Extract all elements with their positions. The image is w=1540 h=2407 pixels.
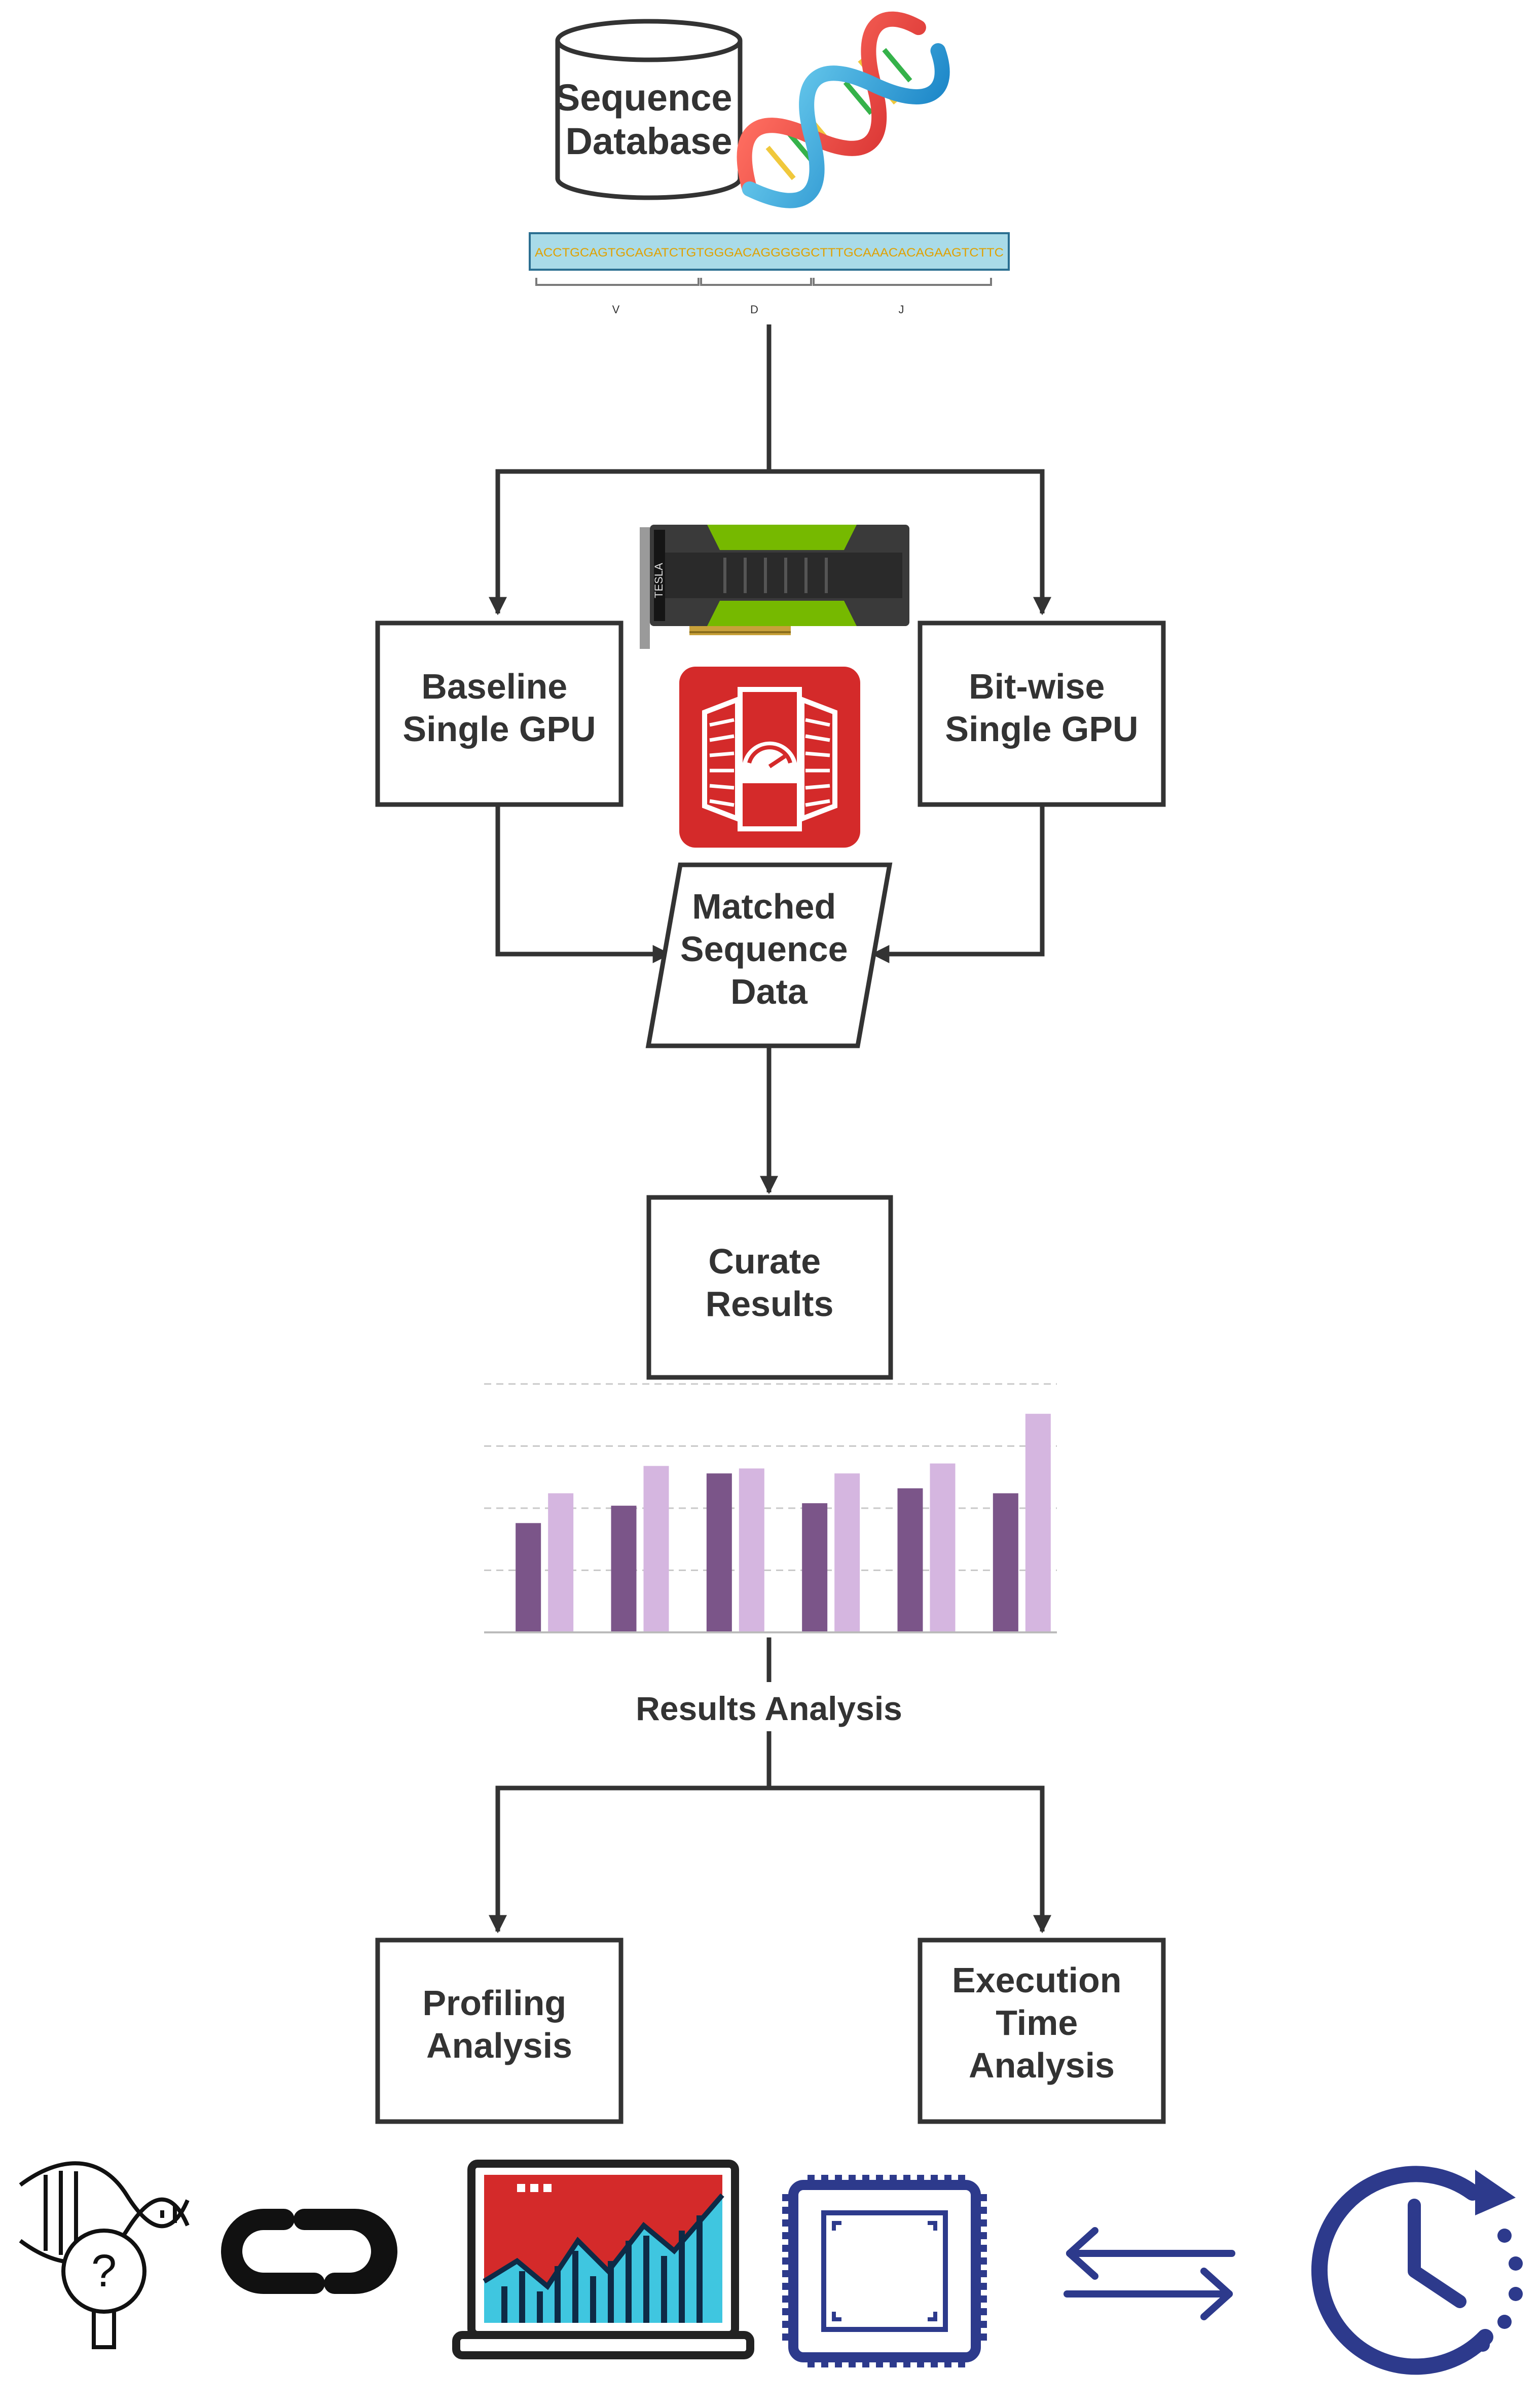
connector-to-execution: [769, 1785, 1051, 1934]
dna-helix-icon: [737, 11, 950, 208]
chart-bar-series2-2: [643, 1466, 669, 1632]
gpu-brand-label: TESLA: [652, 563, 665, 598]
baseline-gpu-node: Baseline Single GPU: [375, 621, 624, 807]
connector-to-bitwise: [769, 469, 1051, 615]
gpu-server-app-icon: [679, 667, 860, 848]
matched-sequence-data-label: Matched Sequence Data: [680, 887, 858, 1011]
matched-sequence-data-node: Matched Sequence Data: [645, 862, 893, 1048]
sequence-database-node: Sequence Database: [555, 19, 743, 200]
profiling-analysis-label: Profiling Analysis: [422, 1983, 576, 2065]
connectors: [489, 324, 1051, 1934]
chart-bar-series1-2: [611, 1506, 637, 1632]
clock-refresh-icon: [1311, 2166, 1523, 2375]
execution-time-analysis-node: Execution Time Analysis: [918, 1938, 1166, 2124]
cpu-chip-icon: [782, 2175, 987, 2367]
chart-bar-series2-6: [1025, 1413, 1051, 1632]
baseline-gpu-label: Baseline Single GPU: [402, 667, 596, 749]
link-icon: [221, 2209, 397, 2294]
sequence-strip: ACCTGCAGTGCAGATCTGTGGGACAGGGGGCTTTGCAAAC…: [529, 232, 1010, 316]
curate-results-label: Curate Results: [706, 1242, 834, 1324]
chart-bar-series2-5: [930, 1463, 956, 1632]
laptop-chart-icon: [452, 2160, 754, 2359]
sequence-text: ACCTGCAGTGCAGATCTGTGGGACAGGGGGCTTTGCAAAC…: [535, 246, 1004, 260]
segment-label-j: J: [899, 303, 904, 316]
connector-bitwise-to-matched: [871, 805, 1045, 963]
profiling-analysis-node: Profiling Analysis: [375, 1938, 624, 2124]
bitwise-gpu-node: Bit-wise Single GPU: [918, 621, 1166, 807]
svg-text:?: ?: [91, 2246, 117, 2296]
chart-bar-series1-5: [897, 1488, 923, 1632]
chart-bar-series2-3: [739, 1468, 764, 1632]
chart-bar-series2-1: [548, 1493, 574, 1632]
chart-bar-series1-6: [993, 1493, 1018, 1632]
segment-label-d: D: [750, 303, 758, 316]
sequence-database-label: Sequence Database: [555, 77, 743, 162]
connector-baseline-to-matched: [495, 805, 671, 963]
chart-bar-series1-4: [802, 1503, 828, 1632]
segment-label-v: V: [612, 303, 620, 316]
chart-bar-series2-4: [834, 1473, 860, 1632]
chart-bar-series1-1: [516, 1523, 541, 1632]
dna-search-icon: ?: [19, 2161, 190, 2349]
results-bar-chart: [484, 1383, 1057, 1633]
chart-bar-series1-3: [706, 1473, 732, 1632]
chart-gridlines: [484, 1383, 1057, 1571]
exchange-arrows-icon: [1064, 2227, 1235, 2320]
results-analysis-label: Results Analysis: [636, 1690, 902, 1727]
curate-results-node: Curate Results: [646, 1195, 893, 1380]
bitwise-gpu-label: Bit-wise Single GPU: [945, 667, 1138, 749]
execution-time-analysis-label: Execution Time Analysis: [952, 1960, 1131, 2085]
connector-to-baseline: [489, 469, 769, 615]
gpu-card-icon: TESLA: [640, 525, 909, 649]
chart-bars: [516, 1413, 1051, 1632]
connector-to-profiling: [489, 1785, 769, 1934]
